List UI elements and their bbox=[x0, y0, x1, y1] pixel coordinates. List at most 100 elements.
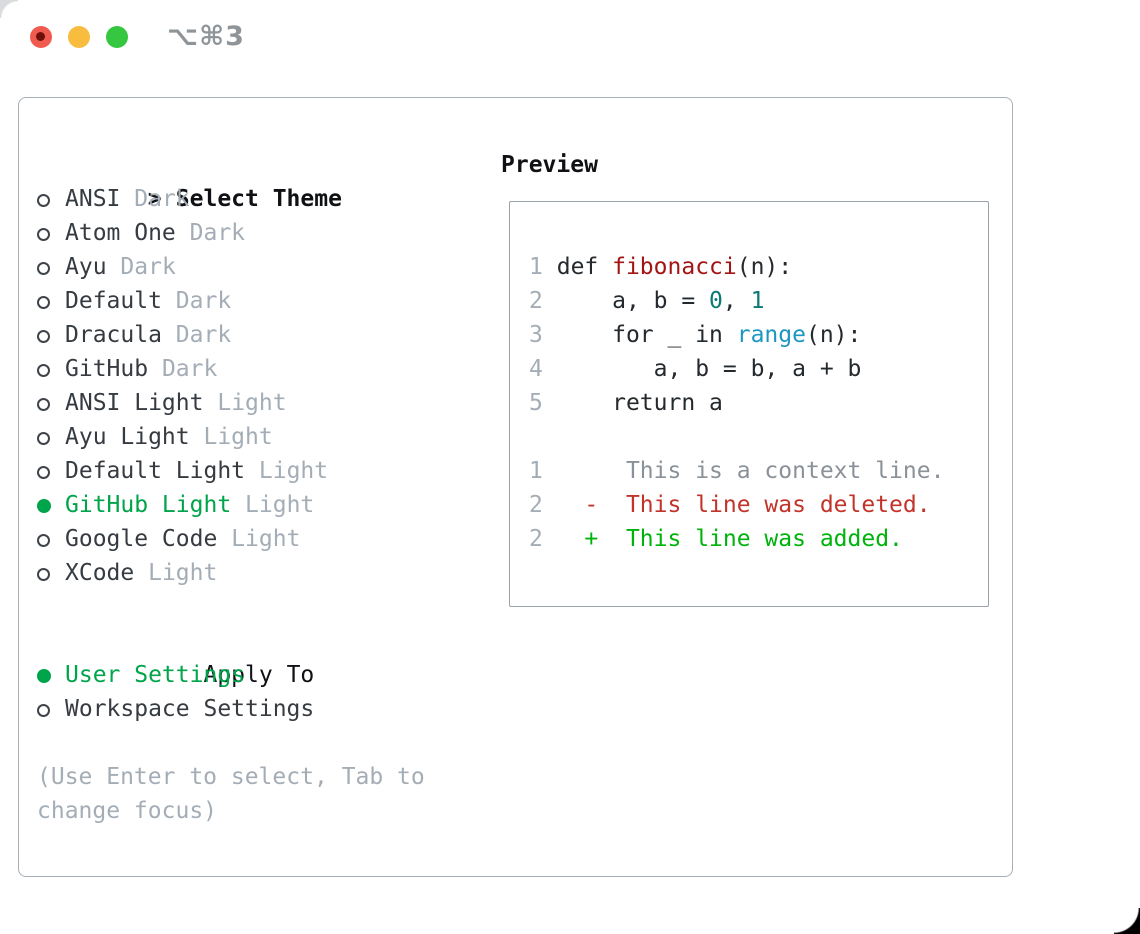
apply-to-option[interactable]: Workspace Settings bbox=[37, 692, 461, 726]
radio-icon bbox=[37, 216, 65, 250]
theme-option[interactable]: ANSI Dark bbox=[37, 182, 461, 216]
theme-option[interactable]: Ayu Dark bbox=[37, 250, 461, 284]
line-number: 1 bbox=[529, 254, 543, 280]
option-label: GitHub bbox=[65, 356, 149, 382]
radio-circle-icon bbox=[37, 534, 50, 547]
titlebar: ⌥⌘3 bbox=[0, 0, 1140, 75]
option-variant: Light bbox=[217, 390, 287, 416]
token-added: + This line was added. bbox=[556, 526, 903, 552]
option-label: Google Code bbox=[65, 526, 218, 552]
hint-text: (Use Enter to select, Tab to change focu… bbox=[37, 764, 425, 824]
radio-circle-icon bbox=[37, 262, 50, 275]
option-label: User Settings bbox=[65, 662, 246, 688]
theme-option[interactable]: Default Dark bbox=[37, 284, 461, 318]
radio-circle-icon bbox=[37, 499, 51, 513]
option-variant: Dark bbox=[175, 322, 232, 348]
option-label: Default Light bbox=[65, 458, 246, 484]
code-line: 3 for _ in range(n): bbox=[529, 318, 988, 352]
token-context: This is a context line. bbox=[556, 458, 945, 484]
line-number: 2 bbox=[529, 288, 543, 314]
token-number: 1 bbox=[750, 288, 765, 314]
option-label: Ayu bbox=[65, 254, 107, 280]
option-label: Dracula bbox=[65, 322, 162, 348]
token-function: fibonacci bbox=[612, 254, 737, 280]
line-number: 3 bbox=[529, 322, 543, 348]
cursor-icon: > bbox=[147, 186, 162, 212]
close-dot-icon bbox=[36, 32, 45, 41]
radio-circle-icon bbox=[37, 568, 50, 581]
option-label: Default bbox=[65, 288, 162, 314]
token-number: 0 bbox=[709, 288, 723, 314]
window-title: ⌥⌘3 bbox=[167, 21, 245, 52]
radio-circle-icon bbox=[37, 194, 50, 207]
theme-option[interactable]: XCode Light bbox=[37, 556, 461, 590]
radio-circle-icon bbox=[37, 296, 50, 309]
token-deleted: - This line was deleted. bbox=[556, 492, 931, 518]
minimize-button[interactable] bbox=[68, 26, 90, 48]
token-plain: def bbox=[556, 254, 613, 280]
code-line: 2 - This line was deleted. bbox=[529, 488, 988, 522]
blank-line bbox=[529, 420, 988, 454]
token-plain: a, b = b, a + b bbox=[556, 356, 862, 382]
option-variant: Dark bbox=[120, 254, 176, 280]
radio-circle-icon bbox=[37, 466, 50, 479]
radio-circle-icon bbox=[37, 704, 50, 717]
radio-circle-icon bbox=[37, 432, 50, 445]
line-number: 4 bbox=[529, 356, 543, 382]
apply-to-option[interactable]: User Settings bbox=[37, 658, 461, 692]
token-plain: for _ in bbox=[556, 322, 737, 348]
token-plain: return a bbox=[556, 390, 723, 416]
line-number: 5 bbox=[529, 390, 543, 416]
option-label: ANSI bbox=[65, 186, 121, 212]
option-label: ANSI Light bbox=[65, 390, 204, 416]
line-number: 1 bbox=[529, 458, 543, 484]
radio-icon bbox=[37, 250, 65, 284]
apply-to-title: Apply To bbox=[203, 662, 315, 688]
radio-icon bbox=[37, 352, 65, 386]
theme-option[interactable]: GitHub Dark bbox=[37, 352, 461, 386]
option-label: GitHub Light bbox=[65, 492, 232, 518]
option-variant: Light bbox=[203, 424, 273, 450]
selected-radio-icon bbox=[37, 658, 65, 692]
radio-icon bbox=[37, 556, 65, 590]
radio-icon bbox=[37, 454, 65, 488]
radio-icon bbox=[37, 420, 65, 454]
option-variant: Light bbox=[231, 526, 301, 552]
code-line: 1 This is a context line. bbox=[529, 454, 988, 488]
option-variant: Light bbox=[148, 560, 218, 586]
token-builtin: range bbox=[736, 322, 806, 348]
theme-option[interactable]: GitHub Light Light bbox=[37, 488, 461, 522]
option-variant: Light bbox=[258, 458, 329, 484]
radio-circle-icon bbox=[37, 364, 50, 377]
theme-option[interactable]: Ayu Light Light bbox=[37, 420, 461, 454]
radio-icon bbox=[37, 386, 65, 420]
radio-circle-icon bbox=[37, 398, 50, 411]
token-plain: , bbox=[722, 288, 751, 314]
selected-radio-icon bbox=[37, 488, 65, 522]
close-button[interactable] bbox=[30, 26, 52, 48]
radio-icon bbox=[37, 692, 65, 726]
option-label: Ayu Light bbox=[65, 424, 190, 450]
select-theme-title: Select Theme bbox=[175, 186, 342, 212]
theme-option[interactable]: ANSI Light Light bbox=[37, 386, 461, 420]
token-plain: a, b = bbox=[556, 288, 710, 314]
theme-option[interactable]: Atom One Dark bbox=[37, 216, 461, 250]
theme-option[interactable]: Default Light Light bbox=[37, 454, 461, 488]
option-variant: Dark bbox=[189, 220, 246, 246]
theme-option[interactable]: Dracula Dark bbox=[37, 318, 461, 352]
maximize-button[interactable] bbox=[106, 26, 128, 48]
theme-option[interactable]: Google Code Light bbox=[37, 522, 461, 556]
option-label: XCode bbox=[65, 560, 135, 586]
radio-circle-icon bbox=[37, 669, 51, 683]
code-line: 4 a, b = b, a + b bbox=[529, 352, 988, 386]
option-variant: Light bbox=[245, 492, 315, 518]
option-variant: Dark bbox=[161, 356, 218, 382]
line-number: 2 bbox=[529, 492, 543, 518]
